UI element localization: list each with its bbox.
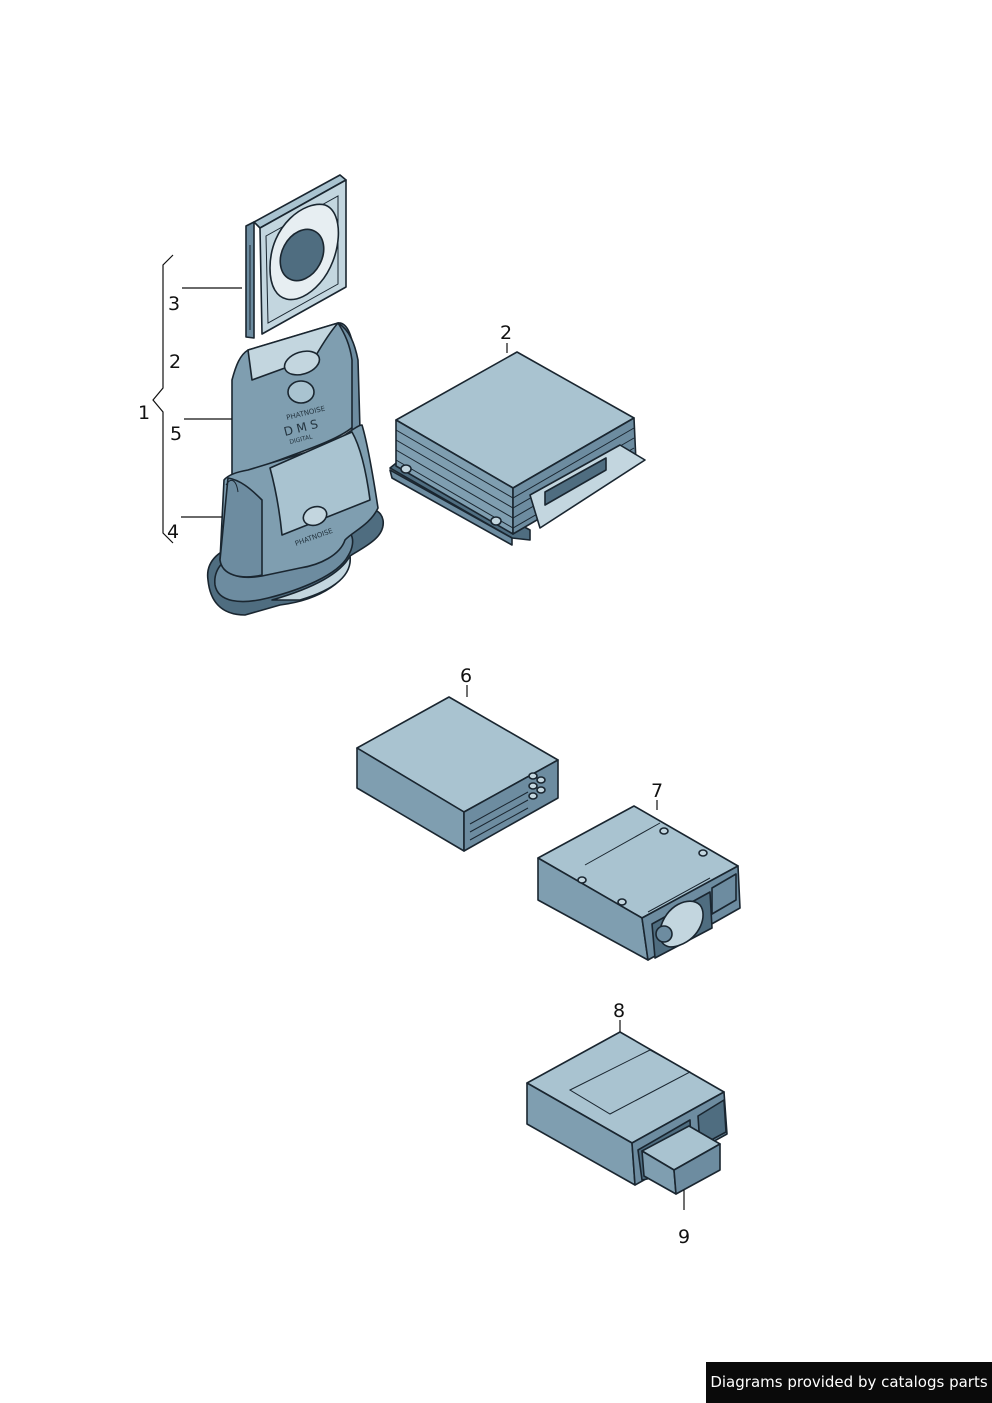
callout-6: 6 — [460, 665, 472, 687]
cartridge-part-9 — [641, 1125, 721, 1195]
callout-2-group: 2 — [169, 351, 181, 373]
finned-module-part-2 — [389, 351, 646, 546]
callout-2-module: 2 — [500, 322, 512, 344]
credit-banner: Diagrams provided by catalogs parts — [706, 1362, 992, 1403]
callout-5: 5 — [170, 423, 182, 445]
group-bracket — [152, 254, 174, 544]
box-unit-part-6 — [356, 696, 559, 852]
cd-case-part-3 — [245, 174, 347, 339]
callout-9: 9 — [678, 1226, 690, 1248]
docking-cradle-part-4-5: PHATNOISE D M S DIGITAL PHATNOISE — [206, 322, 384, 616]
cd-hub — [279, 228, 325, 282]
callout-7: 7 — [651, 780, 663, 802]
callout-4: 4 — [167, 521, 179, 543]
callout-8: 8 — [613, 1000, 625, 1022]
changer-unit-part-7 — [537, 805, 741, 961]
callout-3: 3 — [168, 293, 180, 315]
callout-1: 1 — [138, 402, 150, 424]
